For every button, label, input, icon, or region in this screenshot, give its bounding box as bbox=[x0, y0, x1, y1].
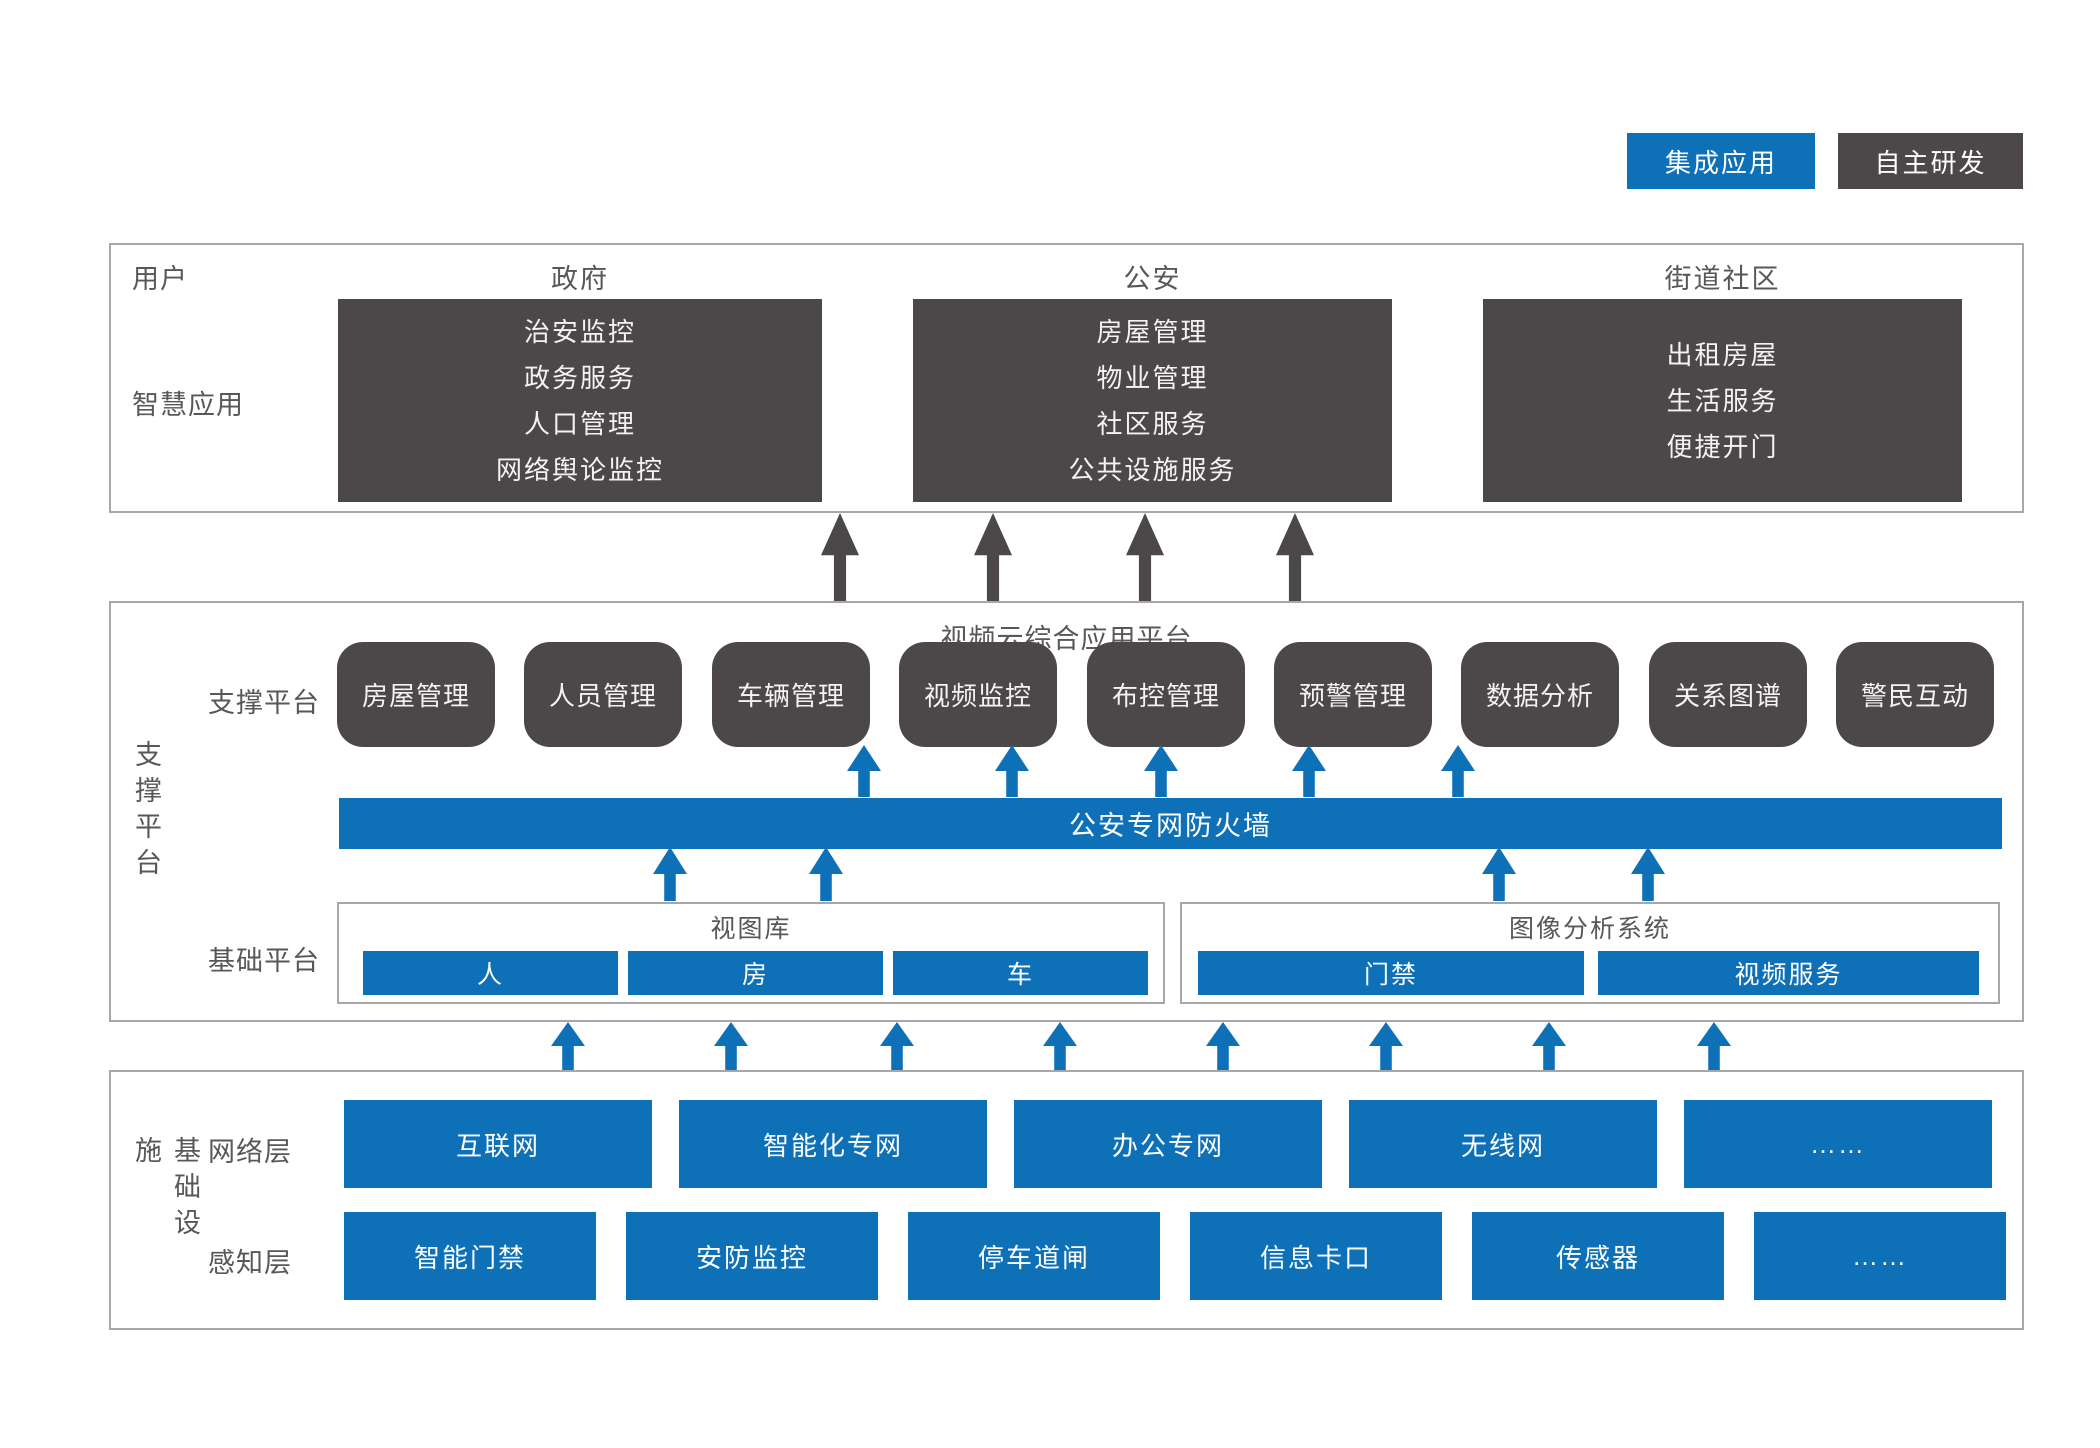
perception-box-parking: 停车道闸 bbox=[908, 1212, 1160, 1300]
support-box-control: 布控管理 bbox=[1087, 642, 1245, 747]
up-arrow-icon bbox=[1697, 1022, 1731, 1070]
network-box-wireless: 无线网 bbox=[1349, 1100, 1657, 1188]
app-item: 社区服务 bbox=[1096, 408, 1209, 439]
app-item: 便捷开门 bbox=[1666, 431, 1779, 462]
support-box-warning: 预警管理 bbox=[1274, 642, 1432, 747]
up-arrow-icon bbox=[974, 513, 1012, 601]
support-box-data: 数据分析 bbox=[1461, 642, 1619, 747]
up-arrow-icon bbox=[1532, 1022, 1566, 1070]
app-item: 物业管理 bbox=[1096, 362, 1209, 393]
infrastructure-side-label: 基础设施 bbox=[131, 1136, 200, 1244]
app-item: 公共设施服务 bbox=[1068, 454, 1237, 485]
up-arrow-icon bbox=[1206, 1022, 1240, 1070]
app-item: 生活服务 bbox=[1666, 385, 1779, 416]
smart-app-label: 智慧应用 bbox=[132, 390, 244, 420]
view-library-title: 视图库 bbox=[710, 915, 792, 943]
up-arrow-icon bbox=[1126, 513, 1164, 601]
view-library-house-bar: 房 bbox=[628, 951, 883, 995]
network-layer-label: 网络层 bbox=[208, 1137, 292, 1167]
support-platform-side-label: 支撑平台 bbox=[131, 739, 161, 884]
app-item: 政务服务 bbox=[523, 362, 636, 393]
column-header-police: 公安 bbox=[1123, 264, 1182, 294]
up-arrow-icon bbox=[880, 1022, 914, 1070]
column-header-community: 街道社区 bbox=[1664, 264, 1781, 294]
perception-box-door: 智能门禁 bbox=[344, 1212, 596, 1300]
up-arrow-icon bbox=[1043, 1022, 1077, 1070]
government-apps-box: 治安监控 政务服务 人口管理 网络舆论监控 bbox=[338, 299, 822, 502]
users-label: 用户 bbox=[132, 264, 188, 294]
legend-self-developed: 自主研发 bbox=[1838, 133, 2023, 189]
up-arrow-icon bbox=[551, 1022, 585, 1070]
firewall-bar: 公安专网防火墙 bbox=[339, 798, 2002, 849]
users-section: 用户 智慧应用 政府 公安 街道社区 治安监控 政务服务 人口管理 网络舆论监控… bbox=[109, 243, 2024, 513]
support-box-vehicle: 车辆管理 bbox=[712, 642, 870, 747]
view-library-person-bar: 人 bbox=[363, 951, 618, 995]
support-row-label: 支撑平台 bbox=[208, 688, 320, 718]
perception-box-more: …… bbox=[1754, 1212, 2006, 1300]
network-box-office-net: 办公专网 bbox=[1014, 1100, 1322, 1188]
network-box-smart-net: 智能化专网 bbox=[679, 1100, 987, 1188]
perception-box-checkpoint: 信息卡口 bbox=[1190, 1212, 1442, 1300]
image-analysis-title: 图像分析系统 bbox=[1508, 915, 1671, 943]
view-library-panel: 视图库 人 房 车 bbox=[337, 902, 1165, 1004]
view-library-car-bar: 车 bbox=[893, 951, 1148, 995]
video-service-bar: 视频服务 bbox=[1598, 951, 1979, 995]
up-arrow-icon bbox=[714, 1022, 748, 1070]
perception-box-sensor: 传感器 bbox=[1472, 1212, 1724, 1300]
support-box-personnel: 人员管理 bbox=[524, 642, 682, 747]
up-arrow-icon bbox=[1276, 513, 1314, 601]
app-item: 网络舆论监控 bbox=[495, 454, 664, 485]
perception-box-security: 安防监控 bbox=[626, 1212, 878, 1300]
support-box-police-civ: 警民互动 bbox=[1836, 642, 1994, 747]
image-analysis-panel: 图像分析系统 门禁 视频服务 bbox=[1180, 902, 2000, 1004]
up-arrow-icon bbox=[821, 513, 859, 601]
column-header-government: 政府 bbox=[551, 264, 609, 294]
up-arrow-icon bbox=[1369, 1022, 1403, 1070]
legend-integrated-app: 集成应用 bbox=[1627, 133, 1815, 189]
app-item: 出租房屋 bbox=[1666, 339, 1779, 370]
access-control-bar: 门禁 bbox=[1198, 951, 1584, 995]
network-box-more: …… bbox=[1684, 1100, 1992, 1188]
base-row-label: 基础平台 bbox=[208, 946, 320, 976]
support-box-video: 视频监控 bbox=[899, 642, 1057, 747]
support-platform-section: 支撑平台 视频云综合应用平台 支撑平台 房屋管理 人员管理 车辆管理 视频监控 … bbox=[109, 601, 2024, 1022]
app-item: 人口管理 bbox=[523, 408, 636, 439]
support-box-housing: 房屋管理 bbox=[337, 642, 495, 747]
support-box-relation: 关系图谱 bbox=[1649, 642, 1807, 747]
app-item: 房屋管理 bbox=[1096, 316, 1209, 347]
community-apps-box: 出租房屋 生活服务 便捷开门 bbox=[1483, 299, 1962, 502]
network-box-internet: 互联网 bbox=[344, 1100, 652, 1188]
perception-layer-label: 感知层 bbox=[208, 1248, 292, 1278]
app-item: 治安监控 bbox=[523, 316, 636, 347]
police-apps-box: 房屋管理 物业管理 社区服务 公共设施服务 bbox=[913, 299, 1392, 502]
infrastructure-section: 基础设施 网络层 感知层 互联网 智能化专网 办公专网 无线网 …… 智能门禁 … bbox=[109, 1070, 2024, 1330]
